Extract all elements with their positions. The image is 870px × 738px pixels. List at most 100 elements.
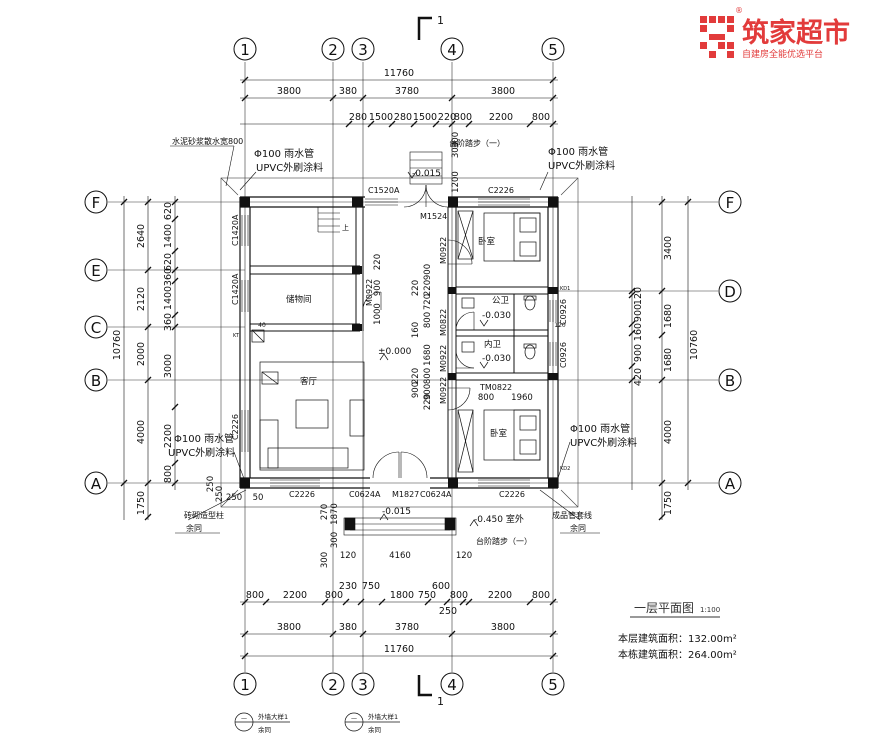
top-dimension-texts: 11760 3800 380 3780 3800 280 1500 280 15… [277, 68, 550, 123]
axis-bubble-row-A-left: A [84, 471, 108, 495]
svg-text:2: 2 [328, 41, 338, 59]
svg-text:UPVC外刷涂料: UPVC外刷涂料 [168, 446, 235, 459]
svg-text:2000: 2000 [136, 342, 147, 366]
svg-text:C0926: C0926 [559, 342, 568, 368]
svg-text:2120: 2120 [136, 287, 147, 311]
svg-text:1400: 1400 [163, 224, 174, 248]
svg-text:360: 360 [163, 313, 174, 331]
right-dimension-texts: 10760 3400 1680 1680 4000 1750 120 900 1… [633, 236, 700, 515]
svg-text:600: 600 [432, 581, 450, 592]
window-c2226-br [478, 479, 530, 487]
room-living: 客厅 [300, 376, 318, 387]
svg-text:50: 50 [253, 493, 264, 503]
exterior-walls [239, 196, 559, 489]
door-m0922-bedroom2 [447, 387, 471, 411]
doors [362, 184, 475, 479]
apron-outline [220, 177, 579, 508]
svg-text:280: 280 [349, 112, 367, 123]
svg-text:2200: 2200 [488, 590, 512, 601]
top-dimensions [240, 76, 558, 128]
svg-text:余同: 余同 [186, 523, 202, 533]
leader-lines [170, 145, 600, 534]
door-m1827 [372, 451, 428, 479]
svg-text:Φ100 雨水管: Φ100 雨水管 [570, 422, 630, 435]
svg-text:外墙大样1: 外墙大样1 [368, 712, 398, 721]
axis-bubble-col-4-bottom: 4 [440, 672, 464, 696]
stairs-top [409, 151, 443, 185]
axis-bubble-col-3-bottom: 3 [351, 672, 375, 696]
brand-tagline: 自建房全能优选平台 [742, 48, 823, 60]
svg-text:800: 800 [532, 112, 550, 123]
brand-registered-mark: ® [735, 6, 743, 15]
svg-text:270: 270 [320, 504, 330, 520]
svg-text:220: 220 [423, 280, 433, 296]
sink-public-icon [461, 297, 475, 309]
svg-text:F: F [92, 194, 101, 212]
structural-columns [240, 197, 558, 488]
brand-name: 筑家超市 [742, 17, 850, 49]
svg-text:120: 120 [340, 551, 356, 561]
svg-text:280: 280 [394, 112, 412, 123]
svg-text:—: — [241, 715, 247, 722]
door-m0822 [455, 311, 475, 331]
svg-text:800: 800 [325, 590, 343, 601]
svg-text:D: D [724, 283, 736, 301]
svg-text:2200: 2200 [489, 112, 513, 123]
svg-text:120: 120 [456, 551, 472, 561]
svg-text:2640: 2640 [136, 224, 147, 248]
door-m1524 [403, 184, 449, 208]
svg-text:M1827: M1827 [392, 490, 419, 499]
stairs-entrance [343, 517, 457, 536]
svg-text:800: 800 [478, 393, 494, 403]
svg-text:160: 160 [411, 322, 421, 338]
axis-bubble-row-B-left: B [84, 368, 108, 392]
window-c0926-1 [549, 300, 557, 322]
svg-text:3: 3 [358, 41, 368, 59]
svg-text:余同: 余同 [258, 725, 271, 734]
plan-scale: 1:100 [700, 606, 720, 614]
svg-text:360: 360 [163, 268, 174, 286]
svg-text:2200: 2200 [163, 424, 174, 448]
svg-text:C0624A: C0624A [420, 490, 452, 499]
svg-text:300: 300 [330, 532, 340, 548]
svg-text:300: 300 [451, 142, 461, 158]
svg-text:Φ100 雨水管: Φ100 雨水管 [548, 145, 608, 158]
svg-text:M0922: M0922 [439, 237, 448, 264]
svg-text:3400: 3400 [663, 236, 674, 260]
svg-text:KT: KT [233, 333, 240, 339]
svg-text:380: 380 [339, 622, 357, 633]
callout-texts: 水泥砂浆散水宽800 台阶踏步（一） 台阶踏步（一） Φ100 雨水管 UPVC… [168, 136, 637, 546]
opening-tags: C1520A C2226 M1524 C1420A C1420A M0922 M… [231, 186, 570, 499]
svg-text:750: 750 [418, 590, 436, 601]
svg-text:2: 2 [328, 676, 338, 694]
detail-ref-1: — 外墙大样1 余同 [234, 712, 290, 734]
svg-text:1500: 1500 [413, 112, 437, 123]
svg-text:3800: 3800 [277, 622, 301, 633]
svg-text:10760: 10760 [689, 330, 700, 360]
window-c2226-left [241, 410, 249, 452]
door-m0922-storage [362, 291, 382, 311]
svg-text:250: 250 [215, 486, 225, 502]
svg-text:M0822: M0822 [439, 309, 448, 336]
svg-text:10760: 10760 [112, 330, 123, 360]
axis-bubble-col-5-bottom: 5 [541, 672, 565, 696]
axis-bubble-col-2-top: 2 [321, 37, 345, 61]
room-public-wc: 公卫 [492, 296, 510, 306]
axis-bubble-col-1-top: 1 [233, 37, 257, 61]
svg-text:C2226: C2226 [499, 490, 525, 499]
svg-text:-0.015: -0.015 [412, 169, 441, 179]
svg-text:1680: 1680 [663, 348, 674, 372]
bed-top-icon [483, 212, 541, 262]
svg-text:1: 1 [240, 41, 250, 59]
svg-text:E: E [91, 262, 100, 280]
kt-box-icon [251, 329, 265, 343]
svg-text:M0922: M0922 [439, 345, 448, 372]
svg-text:1: 1 [437, 695, 444, 708]
svg-text:KD1: KD1 [560, 286, 570, 292]
svg-text:1960: 1960 [511, 393, 533, 403]
brand-logo: ® 筑家超市 自建房全能优选平台 [700, 6, 850, 60]
svg-text:3780: 3780 [395, 86, 419, 97]
svg-text:-0.030: -0.030 [482, 354, 511, 364]
section-mark-top: 1 [417, 14, 444, 40]
svg-text:1800: 1800 [390, 590, 414, 601]
